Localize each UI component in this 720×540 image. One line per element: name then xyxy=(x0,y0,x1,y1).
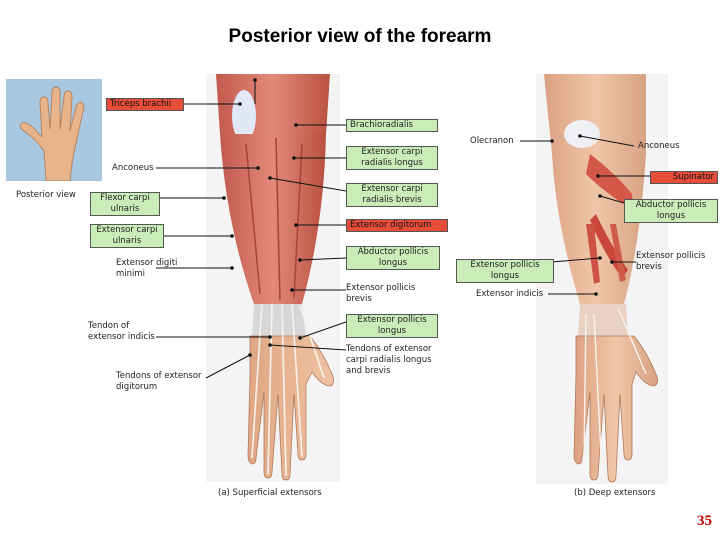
label-olecranon: Olecranon xyxy=(470,136,514,146)
label-triceps-brachii: Triceps brachii xyxy=(106,98,184,111)
label-extensor-pollicis-longus-right: Extensor pollicis longus xyxy=(456,259,554,283)
label-supinator: Supinator xyxy=(650,171,718,184)
label-tendons-of-extensor-digitorum: Tendons of extensor digitorum xyxy=(116,371,202,392)
label-anconeus-left: Anconeus xyxy=(112,163,154,173)
label-abductor-pollicis-longus-left: Abductor pollicis longus xyxy=(346,246,440,270)
label-extensor-pollicis-brevis-left: Extensor pollicis brevis xyxy=(346,283,416,304)
label-extensor-digiti-minimi: Extensor digiti minimi xyxy=(116,258,178,279)
label-extensor-carpi-ulnaris: Extensor carpi ulnaris xyxy=(90,224,164,248)
label-tendon-of-extensor-indicis: Tendon of extensor indicis xyxy=(88,321,155,342)
label-extensor-pollicis-brevis-right: Extensor pollicis brevis xyxy=(636,251,706,272)
page-title: Posterior view of the forearm xyxy=(228,26,492,47)
label-flexor-carpi-ulnaris: Flexor carpi ulnaris xyxy=(90,192,160,216)
caption-superficial-extensors: (a) Superficial extensors xyxy=(218,488,322,498)
label-extensor-carpi-radialis-brevis: Extensor carpi radialis brevis xyxy=(346,183,438,207)
label-anconeus-right: Anconeus xyxy=(638,141,680,151)
page-number: 35 xyxy=(697,513,712,529)
deep-extensors-illustration xyxy=(536,74,668,484)
thumbnail-hand-image xyxy=(6,79,102,181)
superficial-extensors-illustration xyxy=(206,74,340,482)
label-posterior-view: Posterior view xyxy=(16,190,76,200)
caption-deep-extensors: (b) Deep extensors xyxy=(574,488,656,498)
label-extensor-carpi-radialis-longus: Extensor carpi radialis longus xyxy=(346,146,438,170)
label-abductor-pollicis-longus-right: Abductor pollicis longus xyxy=(624,199,718,223)
label-extensor-indicis-right: Extensor indicis xyxy=(476,289,544,299)
label-extensor-pollicis-longus-left: Extensor pollicis longus xyxy=(346,314,438,338)
label-extensor-digitorum: Extensor digitorum xyxy=(346,219,448,232)
label-brachioradialis: Brachioradialis xyxy=(346,119,438,132)
label-tendons-extensor-carpi-radialis: Tendons of extensor carpi radialis longu… xyxy=(346,344,432,376)
